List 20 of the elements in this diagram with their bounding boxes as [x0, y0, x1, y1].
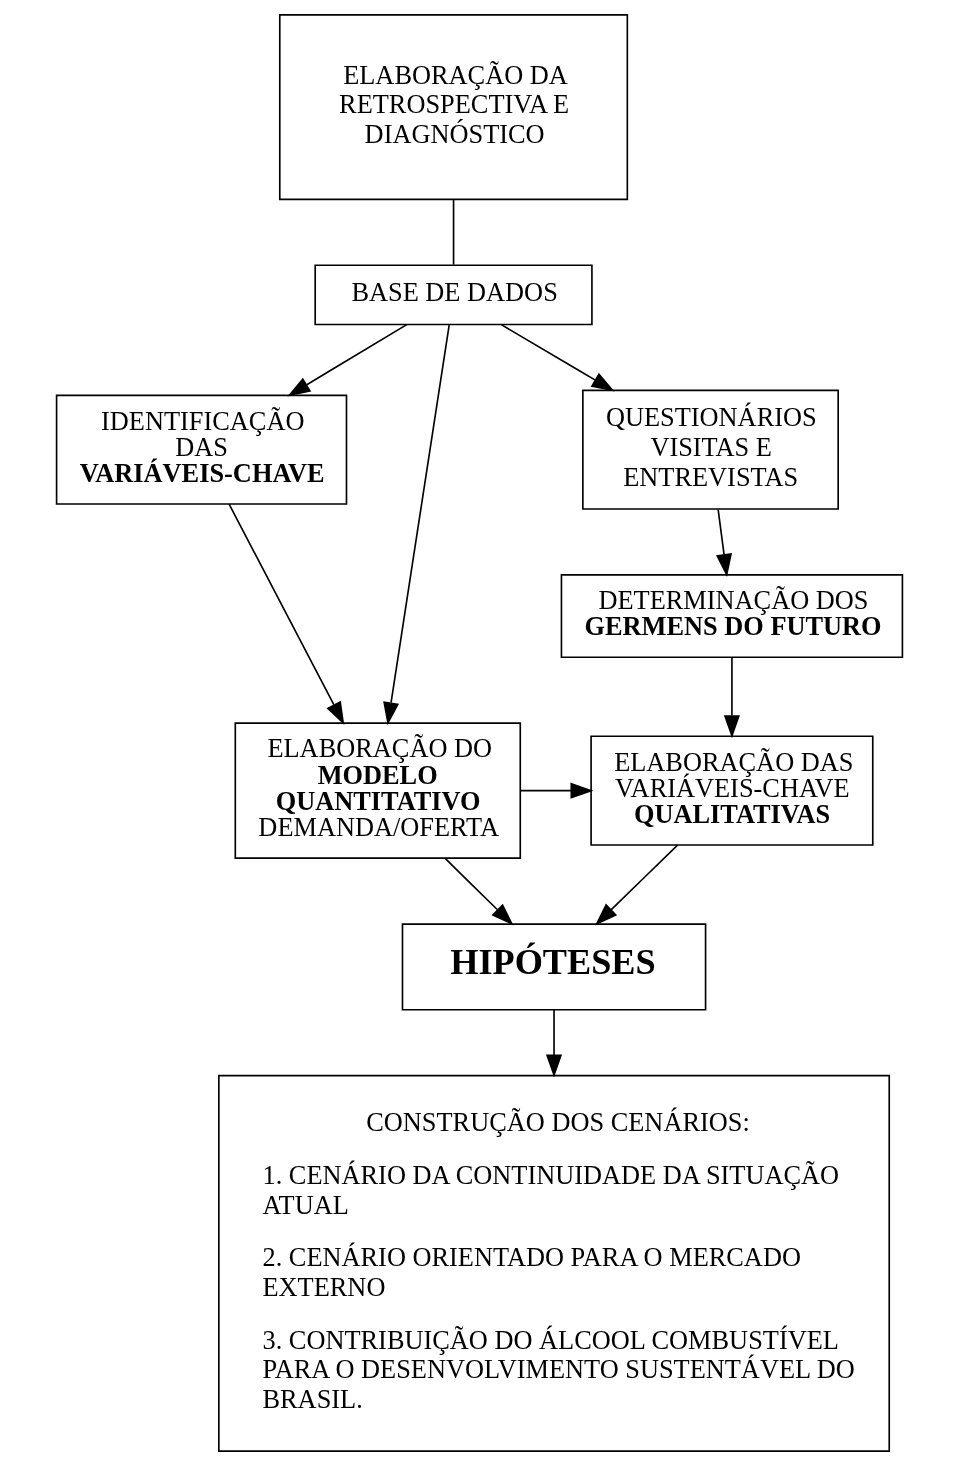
node-box: IDENTIFICAÇÃO DAS VARIÁVEIS-CHAVE [55, 394, 348, 505]
node-box: HIPÓTESES [401, 923, 707, 1011]
arrow [228, 503, 345, 725]
node-box: ELABORAÇÃO DA RETROSPECTIVA E DIAGNÓSTICO [278, 14, 629, 201]
node-box: ELABORAÇÃO DAS VARIÁVEIS-CHAVE QUALITATIVAS [590, 735, 874, 846]
arrow [500, 323, 615, 392]
node-box: CONSTRUÇÃO DOS CENÁRIOS: 1. CENÁRIO DA CONTINUIDADE DA SITUAÇÃO ATUAL 2. CENÁRIO ORIENTADO PARA O MERCADO EXTERNO 3. CONTRIBUIÇÃO DO ÁLCOOL COMBUSTÍVEL PARA O DESENVOLVIMENTO SUSTENTÁVEL DO BRASIL. [218, 1074, 891, 1452]
arrow [519, 782, 594, 799]
arrow [383, 324, 450, 726]
node-box: BASE DE DADOS [314, 264, 593, 326]
arrow [594, 844, 679, 926]
connector [452, 198, 455, 266]
arrow [545, 1009, 563, 1078]
arrow [716, 508, 732, 577]
node-box: QUESTIONÁRIOS VISITAS E ENTREVISTAS [582, 389, 839, 510]
arrow [287, 323, 408, 397]
arrow [723, 656, 740, 739]
node-box: ELABORAÇÃO DO MODELO QUANTITATIVO DEMANDA/OFERTA [234, 722, 522, 859]
arrow [444, 857, 514, 926]
node-box: DETERMINAÇÃO DOS GERMENS DO FUTURO [560, 574, 904, 659]
